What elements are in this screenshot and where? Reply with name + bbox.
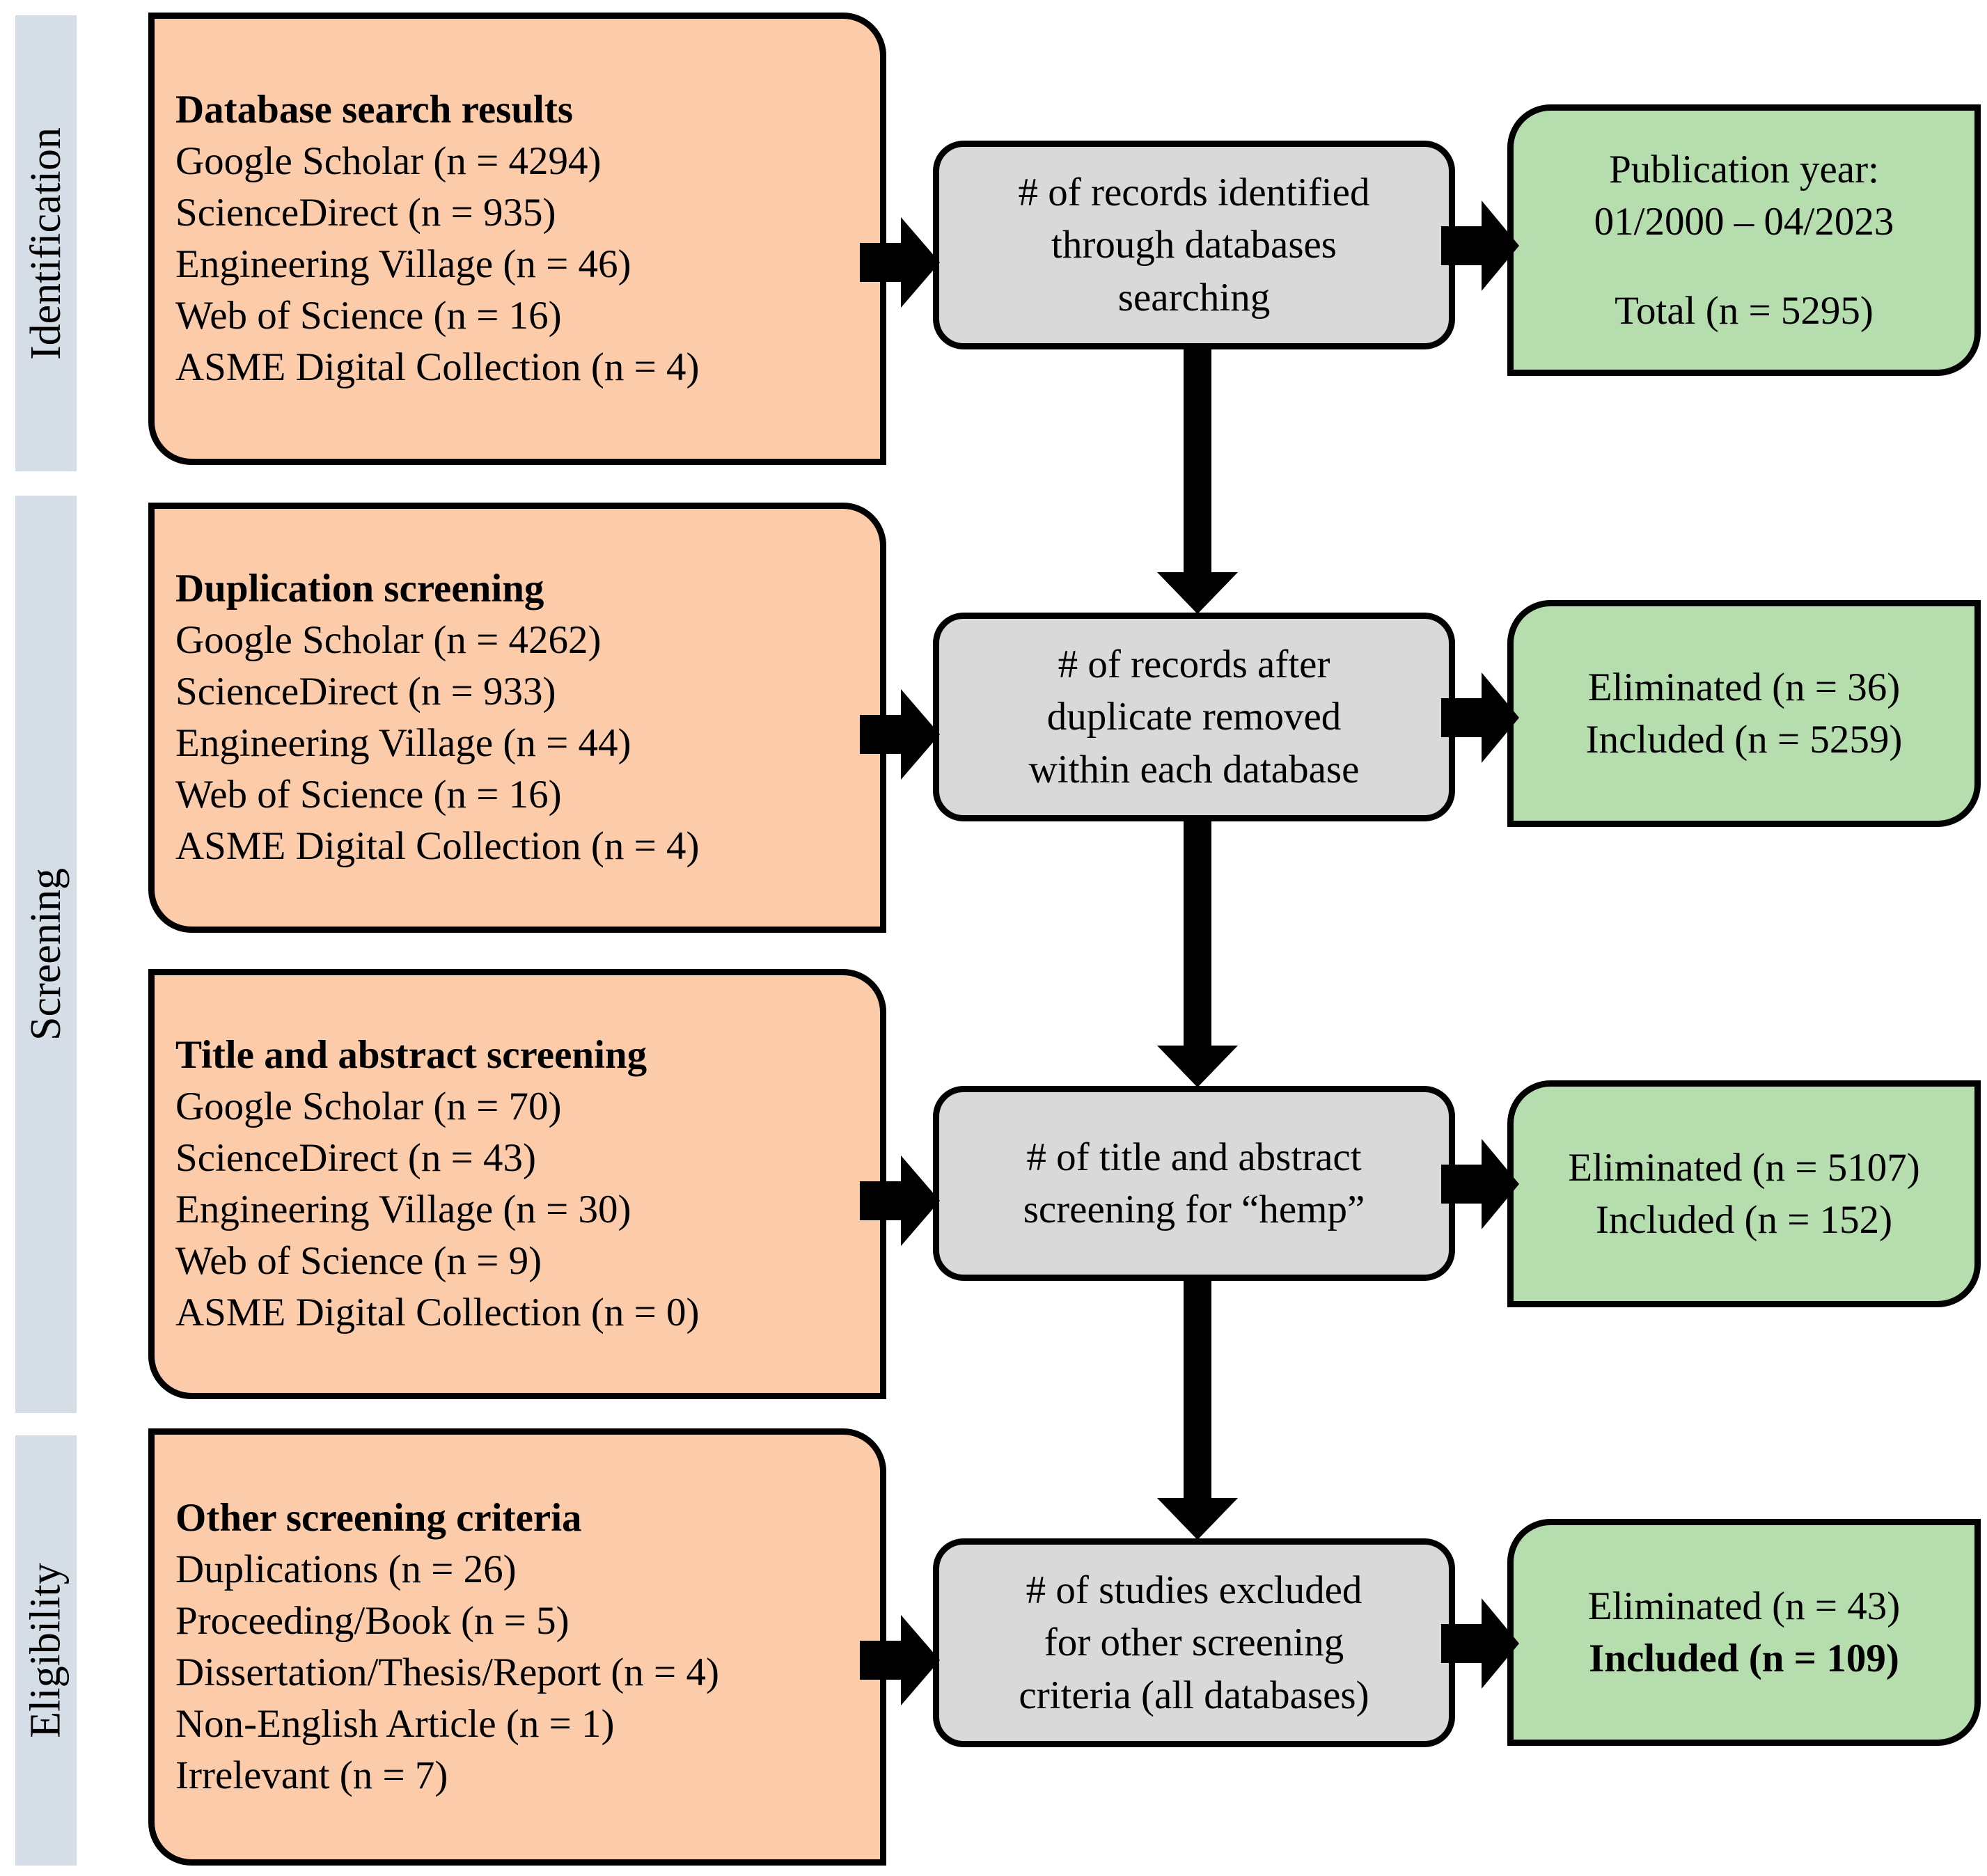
arrow-source1-to-process1: [860, 217, 940, 308]
source-line: ASME Digital Collection (n = 4): [175, 345, 700, 390]
process-line: criteria (all databases): [1019, 1673, 1369, 1717]
arrow-source3-to-process3: [860, 1156, 940, 1246]
source-line: Web of Science (n = 9): [175, 1239, 542, 1284]
source-line: Engineering Village (n = 46): [175, 242, 631, 286]
process-line: searching: [1117, 275, 1271, 320]
result-line-included: Included (n = 152): [1595, 1198, 1893, 1242]
source-line: Duplications (n = 26): [175, 1547, 517, 1591]
process-line: through databases: [1051, 223, 1337, 267]
source-box-title: Database search results: [175, 87, 574, 132]
process-line: for other screening: [1044, 1621, 1344, 1665]
source-line: Proceeding/Book (n = 5): [175, 1598, 570, 1643]
process-box-records-identified: # of records identified through database…: [933, 141, 1455, 349]
result-box-final-included: Eliminated (n = 43) Included (n = 109): [1507, 1519, 1981, 1746]
source-line: ScienceDirect (n = 933): [175, 669, 556, 714]
process-line: # of records identified: [1018, 171, 1370, 215]
arrow-process2-to-result2: [1441, 672, 1519, 763]
arrow-source4-to-process4: [860, 1615, 940, 1705]
result-box-after-duplicates: Eliminated (n = 36) Included (n = 5259): [1507, 600, 1981, 827]
result-line-eliminated: Eliminated (n = 36): [1587, 665, 1901, 709]
source-line: Engineering Village (n = 44): [175, 721, 631, 765]
stage-bar-screening: Screening: [15, 496, 77, 1413]
source-box-title: Other screening criteria: [175, 1495, 582, 1540]
arrow-process4-to-result4: [1441, 1598, 1519, 1689]
arrow-source2-to-process2: [860, 689, 940, 780]
arrow-process3-to-result3: [1441, 1139, 1519, 1229]
arrow-process1-to-process2: [1152, 348, 1243, 614]
process-line: # of records after: [1058, 643, 1330, 687]
source-line: Non-English Article (n = 1): [175, 1702, 615, 1747]
process-line: duplicate removed: [1046, 695, 1342, 739]
source-box-title: Title and abstract screening: [175, 1032, 647, 1077]
source-line: Web of Science (n = 16): [175, 773, 562, 817]
source-line: ASME Digital Collection (n = 4): [175, 824, 700, 869]
source-line: Google Scholar (n = 70): [175, 1084, 562, 1128]
process-line: screening for “hemp”: [1023, 1188, 1365, 1231]
source-box-title-abstract-screening: Title and abstract screening Google Scho…: [148, 969, 886, 1399]
stage-bar-identification: Identification: [15, 15, 77, 471]
process-line: # of studies excluded: [1026, 1568, 1362, 1613]
result-line-date-range: 01/2000 – 04/2023: [1594, 200, 1894, 244]
process-line: within each database: [1028, 747, 1360, 791]
stage-label-eligibility: Eligibility: [22, 1563, 70, 1738]
source-box-duplication-screening: Duplication screening Google Scholar (n …: [148, 503, 886, 933]
stage-label-identification: Identification: [22, 127, 70, 360]
process-box-studies-excluded-other: # of studies excluded for other screenin…: [933, 1538, 1455, 1747]
source-line: Google Scholar (n = 4262): [175, 617, 602, 662]
arrow-process3-to-process4: [1152, 1279, 1243, 1540]
process-box-title-abstract-count: # of title and abstract screening for “h…: [933, 1086, 1455, 1281]
process-box-records-after-duplicates: # of records after duplicate removed wit…: [933, 613, 1455, 821]
arrow-process1-to-result1: [1441, 200, 1519, 291]
result-line-included: Included (n = 109): [1589, 1637, 1899, 1680]
stage-label-screening: Screening: [22, 868, 70, 1041]
result-line-included: Included (n = 5259): [1585, 718, 1903, 762]
stage-bar-eligibility: Eligibility: [15, 1435, 77, 1866]
result-line-eliminated: Eliminated (n = 43): [1587, 1584, 1901, 1628]
result-line-total: Total (n = 5295): [1615, 288, 1874, 333]
source-line: Google Scholar (n = 4294): [175, 139, 602, 183]
source-line: Web of Science (n = 16): [175, 294, 562, 338]
source-box-database-search-results: Database search results Google Scholar (…: [148, 13, 886, 465]
source-line: ScienceDirect (n = 935): [175, 190, 556, 235]
source-box-other-screening-criteria: Other screening criteria Duplications (n…: [148, 1428, 886, 1866]
source-line: Engineering Village (n = 30): [175, 1188, 631, 1231]
arrow-process2-to-process3: [1152, 820, 1243, 1087]
result-line-publication-year: Publication year:: [1609, 148, 1879, 192]
source-box-title: Duplication screening: [175, 566, 544, 610]
source-line: ScienceDirect (n = 43): [175, 1135, 537, 1180]
result-box-publication-year-total: Publication year: 01/2000 – 04/2023 Tota…: [1507, 104, 1981, 376]
result-line-eliminated: Eliminated (n = 5107): [1568, 1145, 1920, 1190]
source-line: Dissertation/Thesis/Report (n = 4): [175, 1650, 719, 1694]
source-line: ASME Digital Collection (n = 0): [175, 1291, 700, 1335]
result-box-title-abstract: Eliminated (n = 5107) Included (n = 152): [1507, 1080, 1981, 1307]
source-line: Irrelevant (n = 7): [175, 1753, 448, 1798]
process-line: # of title and abstract: [1026, 1135, 1362, 1179]
